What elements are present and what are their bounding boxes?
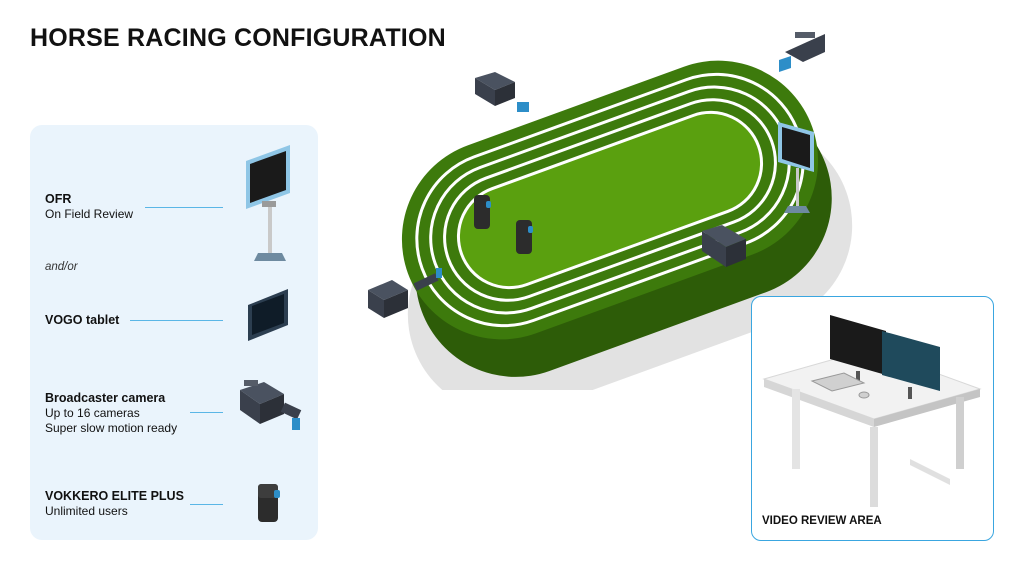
video-review-area: VIDEO REVIEW AREA bbox=[751, 296, 994, 541]
camera-top-left bbox=[475, 72, 529, 112]
legend-panel: OFR On Field Review and/or VOGO tablet B… bbox=[30, 125, 318, 540]
camera-bottom-left bbox=[368, 268, 442, 318]
monitor-stand-icon bbox=[246, 145, 290, 261]
desk-monitors-icon bbox=[762, 315, 982, 507]
ofr-name: OFR bbox=[45, 192, 72, 206]
camera-leader bbox=[190, 412, 223, 413]
camera-right bbox=[702, 225, 746, 267]
camera-top-right bbox=[779, 32, 825, 72]
and-or-text: and/or bbox=[45, 261, 78, 273]
ofr-leader bbox=[145, 207, 223, 208]
legend-item-tablet: VOGO tablet bbox=[45, 313, 119, 328]
legend-item-camera: Broadcaster camera Up to 16 cameras Supe… bbox=[45, 391, 177, 436]
vokkero-desc: Unlimited users bbox=[45, 504, 128, 518]
ofr-desc: On Field Review bbox=[45, 207, 134, 221]
track-body bbox=[401, 60, 832, 377]
vokkero-leader bbox=[190, 504, 223, 505]
camera-name: Broadcaster camera bbox=[45, 391, 166, 405]
vokkero-device-1 bbox=[474, 195, 491, 229]
page-title: HORSE RACING CONFIGURATION bbox=[30, 24, 446, 52]
tablet-leader bbox=[130, 320, 223, 321]
vokkero-name: VOKKERO ELITE PLUS bbox=[45, 489, 184, 503]
track-ofr-monitor bbox=[778, 122, 814, 213]
camera-line1: Up to 16 cameras bbox=[45, 406, 140, 420]
tablet-name: VOGO tablet bbox=[45, 313, 120, 327]
racetrack-scene bbox=[368, 32, 853, 390]
legend-item-ofr: OFR On Field Review bbox=[45, 192, 133, 222]
vokkero-device-2 bbox=[516, 220, 533, 254]
broadcast-camera-icon bbox=[240, 380, 302, 430]
radio-device-icon bbox=[258, 484, 280, 522]
legend-item-vokkero: VOKKERO ELITE PLUS Unlimited users bbox=[45, 489, 184, 519]
camera-line2: Super slow motion ready bbox=[45, 421, 178, 435]
video-review-label: VIDEO REVIEW AREA bbox=[762, 515, 882, 527]
tablet-icon bbox=[248, 289, 288, 341]
